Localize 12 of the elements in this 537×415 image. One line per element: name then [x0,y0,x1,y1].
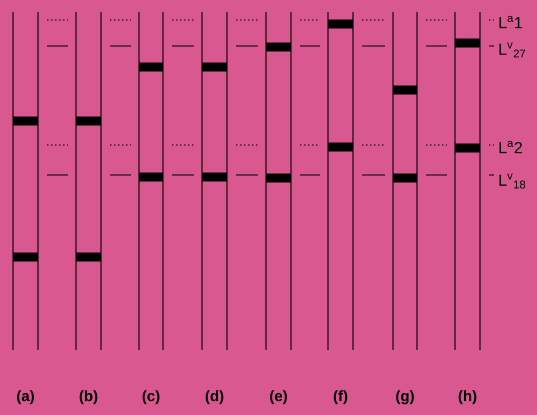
lane-label: (c) [142,390,160,404]
lane-label: (d) [206,390,224,404]
lane-label: (f) [334,390,348,404]
lane-label: (g) [396,390,414,404]
marker-label: L$^{v}$27 [500,42,526,58]
marker-label: L$^{a}$1 [500,16,522,28]
lane-label: (e) [270,390,287,404]
lane-label: (a) [17,390,34,404]
lane-label: (h) [458,390,476,404]
marker-label: L$^{v}$18 [500,174,526,188]
marker-label: L$^{a}$2 [500,140,522,154]
lane-label: (b) [80,390,98,404]
